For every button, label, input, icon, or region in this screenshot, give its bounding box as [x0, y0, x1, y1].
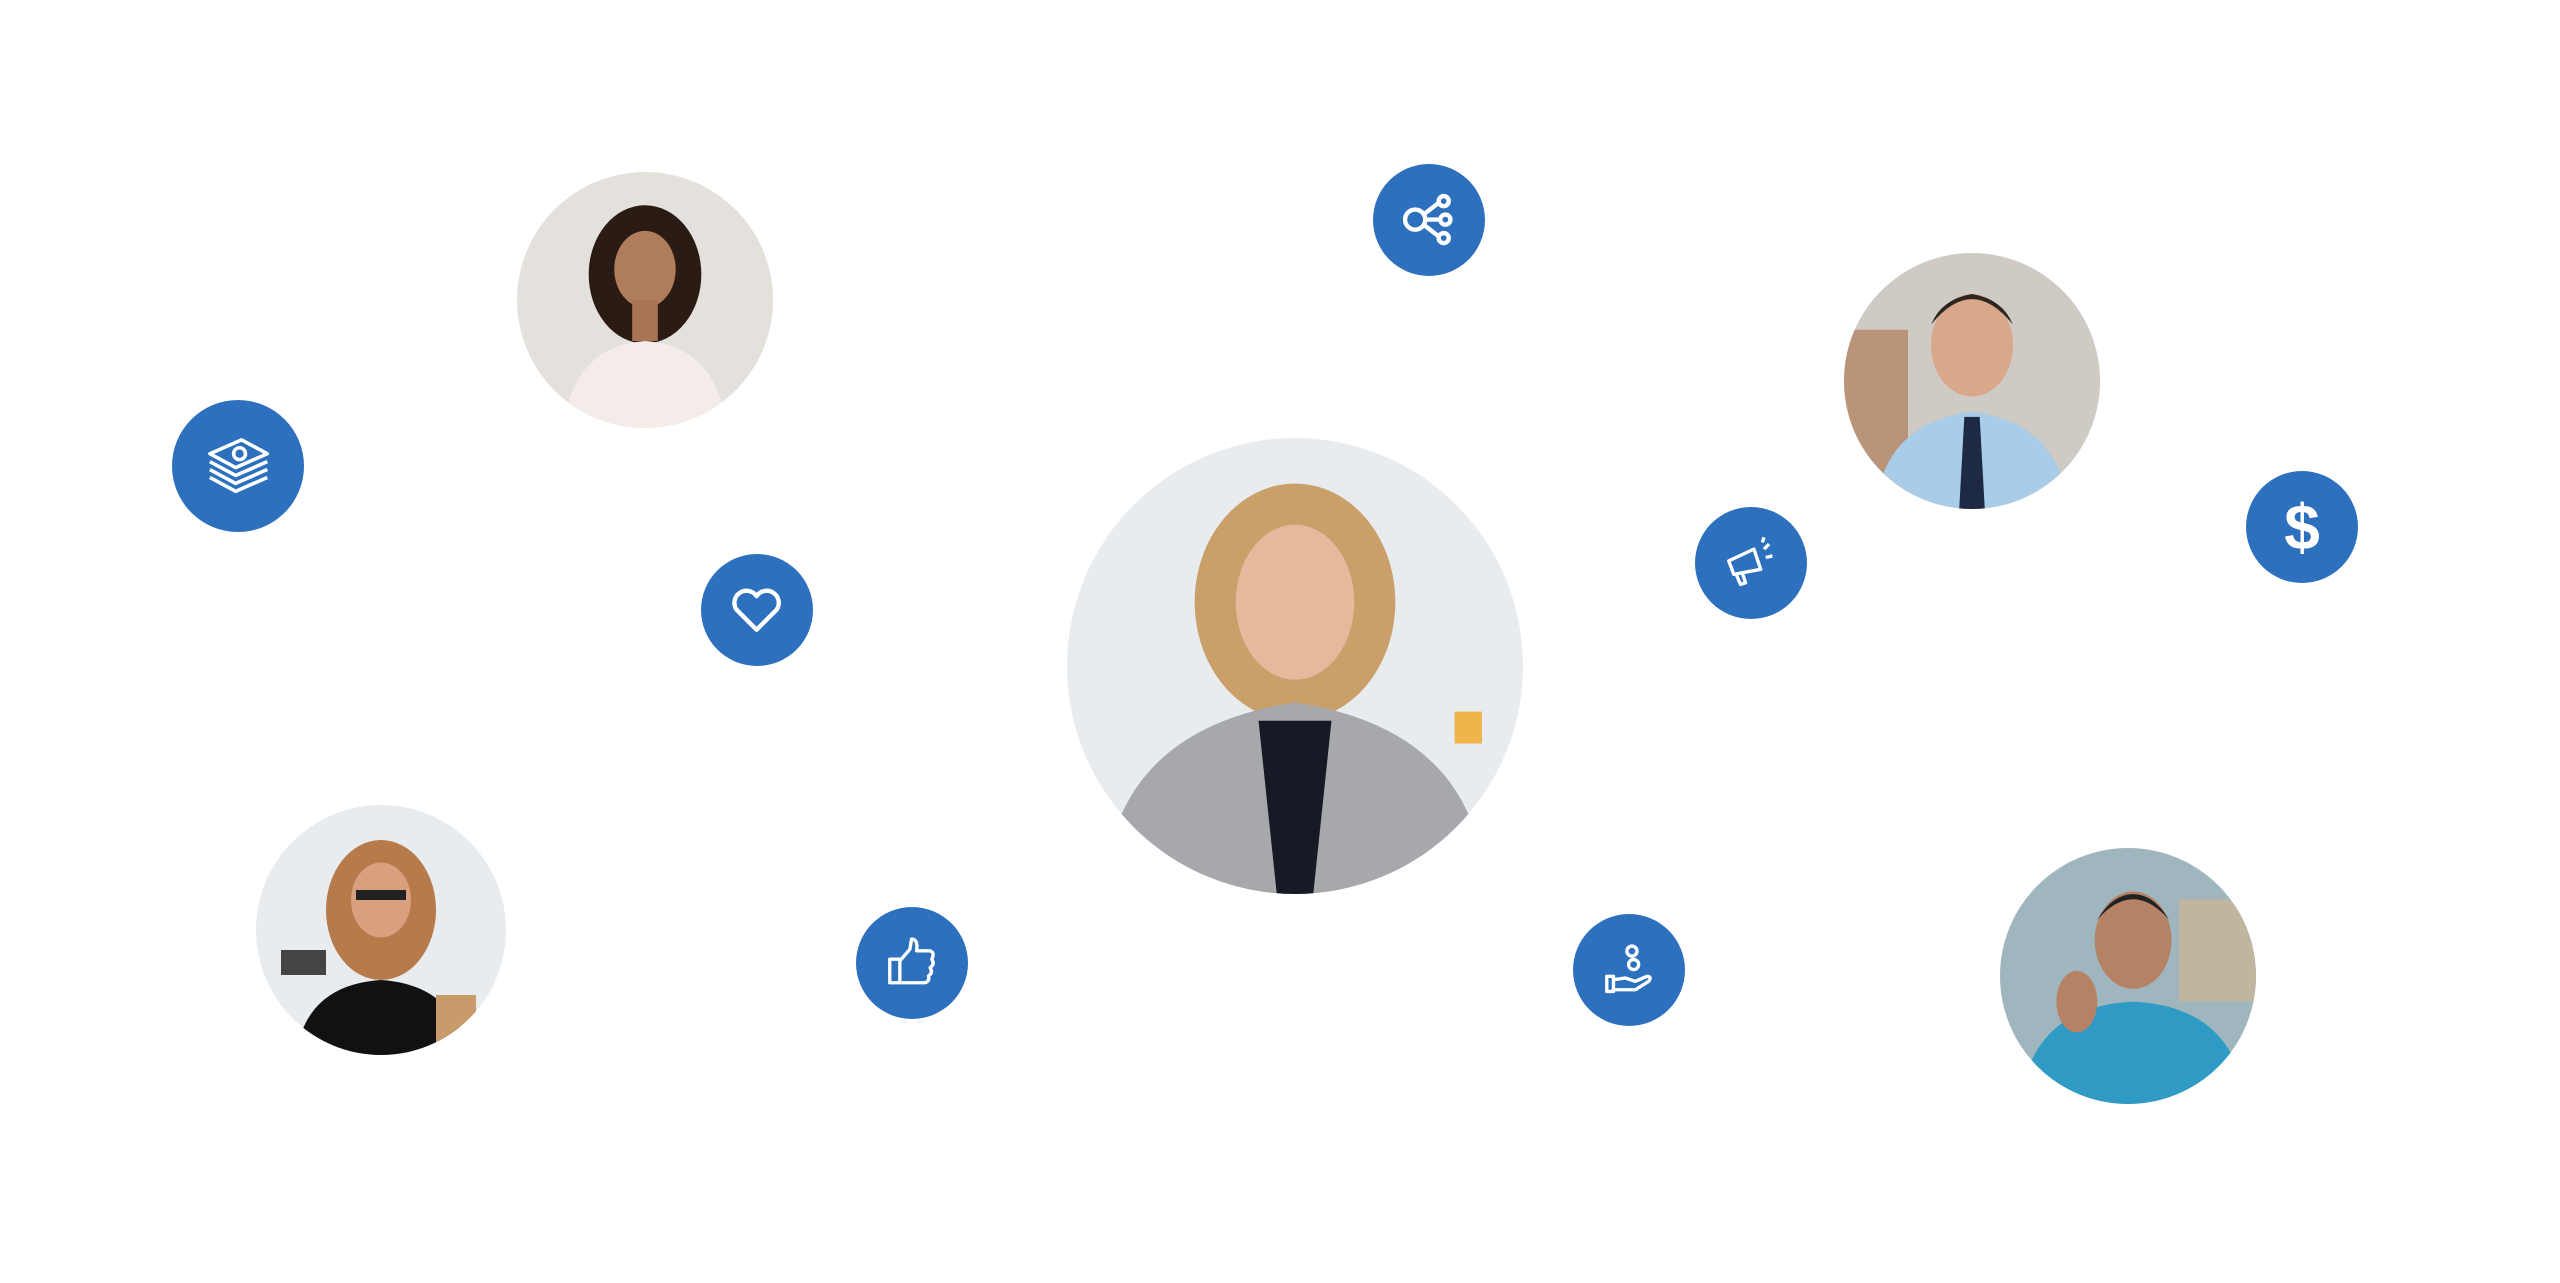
- money-stack-icon: [172, 400, 304, 532]
- share-icon: [1373, 164, 1485, 276]
- avatar-central-woman: [1067, 438, 1523, 894]
- avatar-curly-hair-woman: [517, 172, 773, 428]
- megaphone-icon: [1695, 507, 1807, 619]
- avatar-glasses-woman: [256, 805, 506, 1055]
- heart-icon: [701, 554, 813, 666]
- dollar-icon: $: [2246, 471, 2358, 583]
- avatar-man-polo: [2000, 848, 2256, 1104]
- avatar-man-tie: [1844, 253, 2100, 509]
- dollar-glyph: $: [2284, 491, 2320, 563]
- thumbs-up-icon: [856, 907, 968, 1019]
- hand-coins-icon: [1573, 914, 1685, 1026]
